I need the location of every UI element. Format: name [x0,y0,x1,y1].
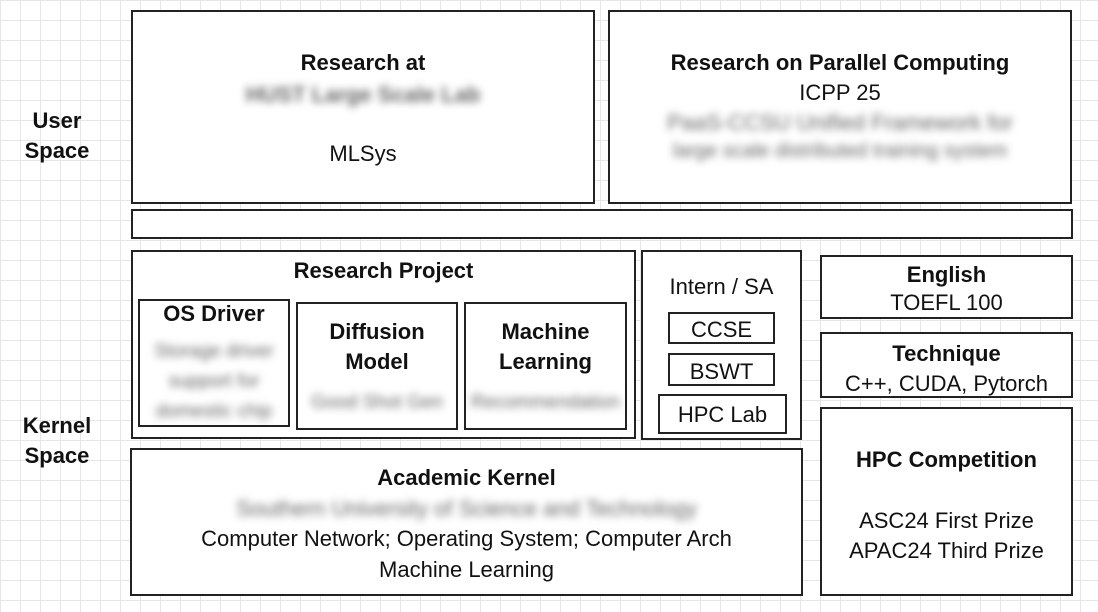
bswt-label: BSWT [689,359,754,384]
technique-box: Technique C++, CUDA, Pytorch [820,332,1073,398]
research-lab-name: HUST Large Scale Lab [245,82,481,107]
hpc-competition-title: HPC Competition [856,447,1037,472]
english-title: English [906,262,987,287]
diffusion-detail: Good Shot Gen [310,392,444,413]
os-driver-box: OS Driver Storage driver support for dom… [138,299,290,427]
bswt-box: BSWT [668,353,775,386]
hpc-lab-box: HPC Lab [658,394,787,434]
diffusion-title-2: Model [345,349,409,374]
english-detail: TOEFL 100 [890,290,1003,315]
hpc-competition-box: HPC Competition ASC24 First Prize APAC24… [820,407,1073,596]
parallel-paper: ICPP 25 [799,80,881,105]
english-box: English TOEFL 100 [820,255,1073,319]
parallel-detail-1: PaaS-CCSU Unified Framework for [667,110,1013,135]
academic-courses: Computer Network; Operating System; Comp… [201,526,732,551]
research-lab-box: Research at HUST Large Scale Lab MLSys [131,10,595,204]
ml-title-2: Learning [499,349,592,374]
research-project-box: Research Project OS Driver Storage drive… [131,250,636,439]
academic-kernel-box: Academic Kernel Southern University of S… [130,448,803,596]
academic-university: Southern University of Science and Techn… [236,496,697,521]
machine-learning-box: Machine Learning Recommendation [464,302,627,430]
intern-title: Intern / SA [669,274,774,299]
os-driver-line-2: support for [168,371,260,392]
ml-title-1: Machine [501,319,590,344]
os-driver-line-1: Storage driver [154,341,274,362]
hpc-prize-1: ASC24 First Prize [859,508,1034,533]
ml-detail: Recommendation [471,392,620,413]
diffusion-title-1: Diffusion [329,319,425,344]
research-lab-topic: MLSys [329,141,397,166]
research-lab-title: Research at [300,50,426,75]
academic-kernel-title: Academic Kernel [377,465,556,490]
parallel-research-box: Research on Parallel Computing ICPP 25 P… [608,10,1072,204]
ccse-label: CCSE [690,317,753,342]
hpc-lab-label: HPC Lab [677,402,768,427]
system-call-bar [131,209,1073,239]
os-driver-title: OS Driver [163,301,265,326]
technique-title: Technique [892,341,1001,366]
hpc-prize-2: APAC24 Third Prize [849,538,1044,563]
research-project-title: Research Project [293,258,474,283]
academic-courses-2: Machine Learning [379,557,554,582]
parallel-detail-2: large scale distributed training system [672,140,1008,162]
diffusion-model-box: Diffusion Model Good Shot Gen [296,302,458,430]
intern-box: Intern / SA CCSE BSWT HPC Lab [641,250,802,440]
parallel-research-title: Research on Parallel Computing [670,50,1010,75]
os-driver-line-3: domestic chip [155,401,273,422]
ccse-box: CCSE [668,312,775,344]
technique-detail: C++, CUDA, Pytorch [845,371,1048,396]
